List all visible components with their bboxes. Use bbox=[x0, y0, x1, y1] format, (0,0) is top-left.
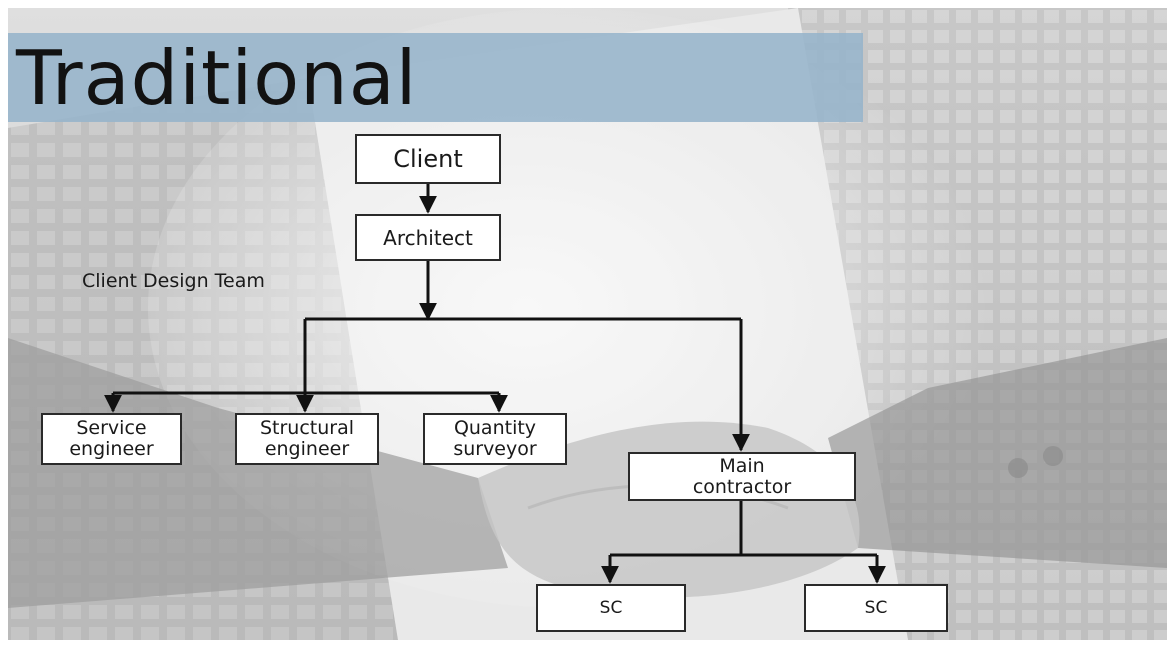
node-sc-right: SC bbox=[804, 584, 948, 632]
node-architect: Architect bbox=[355, 214, 501, 261]
slide: Traditional bbox=[8, 8, 1167, 640]
node-sc-left: SC bbox=[536, 584, 686, 632]
slide-title: Traditional bbox=[16, 34, 418, 122]
node-structural-engineer: Structural engineer bbox=[235, 413, 379, 465]
node-client: Client bbox=[355, 134, 501, 184]
client-design-team-label: Client Design Team bbox=[82, 270, 265, 292]
connector-lines bbox=[104, 184, 886, 584]
title-band bbox=[8, 33, 863, 122]
node-quantity-surveyor: Quantity surveyor bbox=[423, 413, 567, 465]
node-service-engineer: Service engineer bbox=[41, 413, 182, 465]
node-main-contractor: Main contractor bbox=[628, 452, 856, 501]
